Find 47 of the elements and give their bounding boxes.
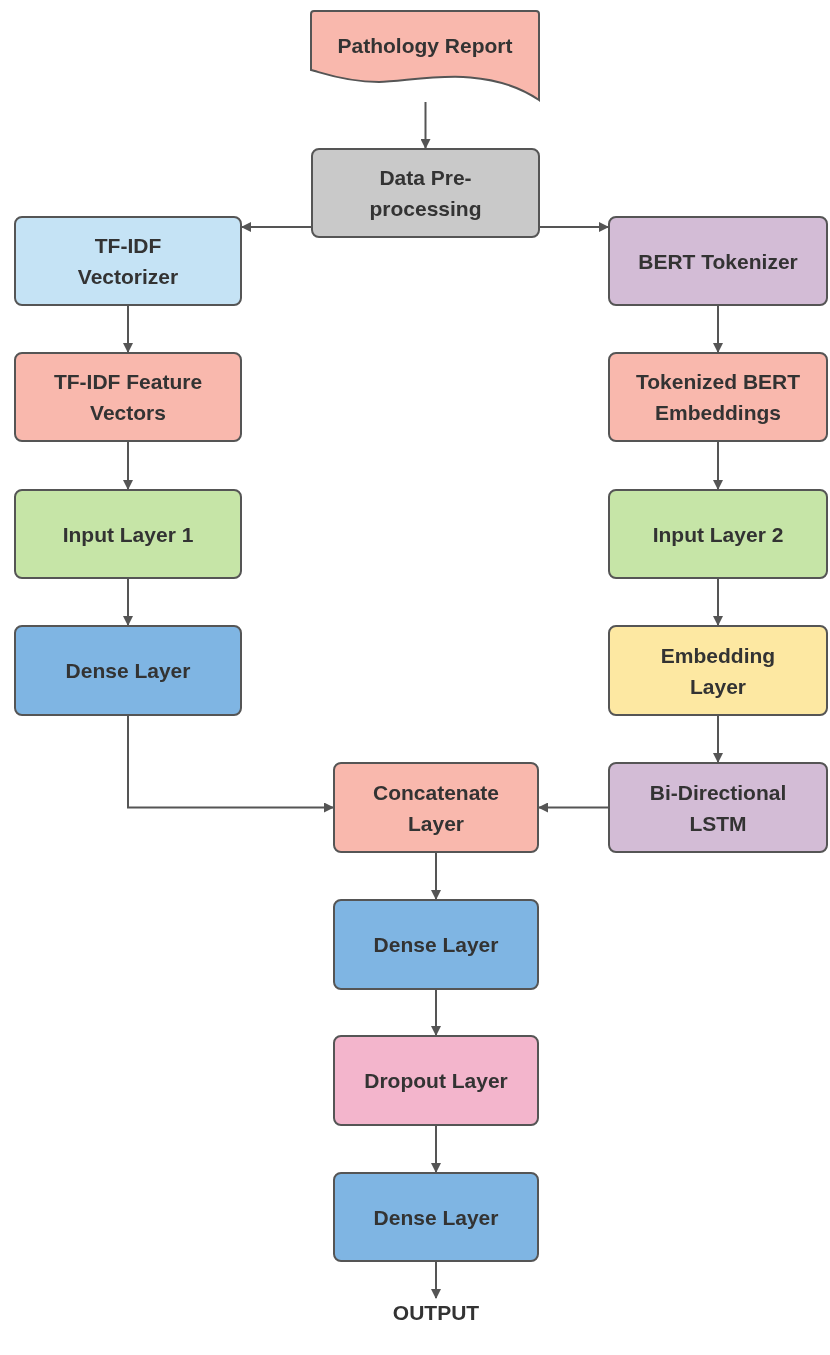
box-label: Data Pre-processing (368, 165, 483, 222)
process-box (14, 352, 242, 442)
box-label: Embedding Layer (659, 642, 777, 700)
process-box (311, 148, 540, 238)
process-box (608, 489, 828, 579)
process-box (333, 1172, 539, 1262)
arrow (431, 989, 441, 1036)
box-label: Concatenate Layer (372, 779, 500, 837)
box-label: TF-IDF Feature Vectors (52, 369, 204, 426)
box-label: Pathology Report (336, 33, 514, 59)
arrow (123, 441, 133, 490)
arrow (123, 578, 133, 626)
process-box (333, 762, 539, 853)
box-label: BERT Tokenizer (637, 248, 799, 275)
box-label: Dense Layer (64, 658, 192, 684)
process-box (333, 899, 539, 990)
process-box (333, 1035, 539, 1126)
process-box (608, 625, 828, 716)
process-box (608, 352, 828, 442)
arrow (431, 1125, 441, 1173)
box-label: Dense Layer (372, 932, 500, 958)
box-label: Dropout Layer (363, 1068, 509, 1094)
box-label: Tokenized BERT Embeddings (634, 369, 802, 426)
arrow (713, 715, 723, 763)
box-label: Input Layer 1 (61, 521, 195, 548)
arrow (539, 222, 609, 232)
box-label: TF-IDF Vectorizer (76, 233, 180, 290)
box-label: Dense Layer (372, 1204, 500, 1231)
arrow (713, 305, 723, 353)
box-label: Input Layer 2 (651, 521, 785, 548)
box-label: Bi-Directional LSTM (648, 779, 788, 837)
document-shape (310, 10, 540, 102)
process-box (14, 216, 242, 306)
output-label: OUTPUT (376, 1298, 496, 1328)
process-box (608, 216, 828, 306)
arrow (123, 305, 133, 353)
arrow (241, 222, 312, 232)
arrow (713, 441, 723, 490)
arrow (420, 101, 431, 149)
arrow (713, 578, 723, 626)
arrow (538, 802, 609, 813)
arrow (431, 1261, 441, 1299)
process-box (14, 625, 242, 716)
arrow (431, 852, 441, 900)
arrow (127, 715, 334, 813)
process-box (14, 489, 242, 579)
process-box (608, 762, 828, 853)
